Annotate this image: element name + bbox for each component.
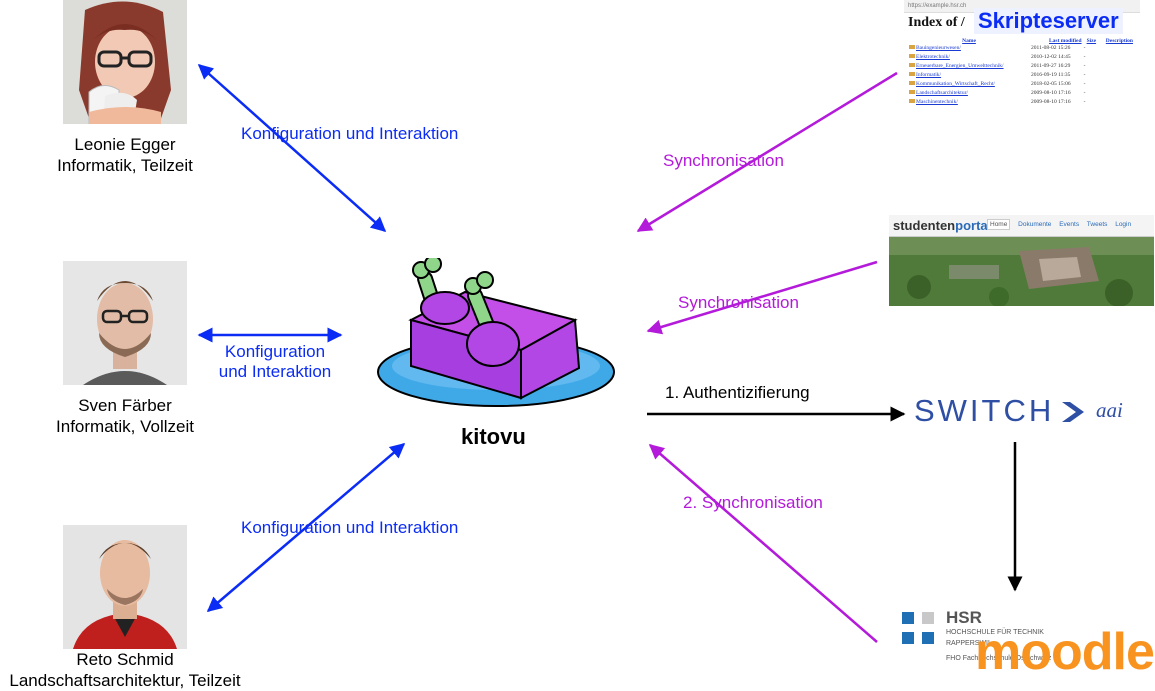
- label-config-interaction-top: Konfiguration und Interaktion: [241, 124, 459, 143]
- size-cell: -: [1083, 99, 1086, 105]
- brand-part: studenten: [893, 218, 956, 233]
- date-cell: 2016-09-19 11:35: [1031, 72, 1071, 78]
- person-name-text: Sven Färber: [78, 396, 172, 415]
- label-line: Konfiguration: [224, 342, 326, 361]
- hsr-line: FHO Fachhochschule Ostschweiz: [946, 655, 1052, 662]
- skripteserver-tag: Skripteserver: [974, 8, 1123, 34]
- reto-photo: [63, 525, 187, 649]
- date-cell: 2009-08-10 17:16: [1031, 99, 1071, 105]
- table-row: Kommunikation_Wirtschaft_Recht/2018-02-0…: [908, 80, 1134, 89]
- studentenportal-navbar: studentenportal Home Dokumente Events Tw…: [889, 215, 1154, 237]
- hsr-logo-square: [902, 612, 914, 624]
- brand-part: portal: [955, 218, 992, 233]
- date-cell: 2009-08-10 17:16: [1031, 90, 1071, 96]
- date-cell: 2011-09-27 16:29: [1031, 63, 1071, 69]
- person-detail-text: Landschaftsarchitektur, Teilzeit: [9, 671, 241, 690]
- column-header: Name: [962, 38, 976, 44]
- arrow-studentenportal-sync: [646, 260, 878, 335]
- label-authentication: 1. Authentizifierung: [665, 383, 810, 402]
- folder-link[interactable]: Elektrotechnik/: [916, 54, 950, 60]
- person-sven: Sven Färber Informatik, Vollzeit: [25, 395, 225, 437]
- label-config-interaction-middle: Konfiguration und Interaktion: [215, 342, 335, 382]
- folder-link[interactable]: Landschaftsarchitektur/: [916, 90, 968, 96]
- table-row: Informatik/2016-09-19 11:35 -: [908, 71, 1134, 80]
- date-cell: 2011-08-02 15:26: [1031, 45, 1071, 51]
- arrow-reto-kitovu: [206, 443, 406, 612]
- moodle-logo: moodle: [975, 623, 1155, 681]
- leonie-photo: [63, 0, 187, 124]
- table-header-row: Name Last modified Size Description: [908, 38, 1134, 44]
- hsr-subtitle: HOCHSCHULE FÜR TECHNIK RAPPERSWIL FHO Fa…: [946, 627, 1051, 664]
- label-line: und Interaktion: [218, 362, 332, 381]
- folder-icon: [909, 81, 915, 85]
- column-header: Description: [1105, 38, 1133, 44]
- folder-link[interactable]: Maschinentechnik/: [916, 99, 958, 105]
- size-cell: -: [1083, 63, 1086, 69]
- person-reto: Reto Schmid Landschaftsarchitektur, Teil…: [0, 649, 250, 691]
- index-heading: Index of /: [908, 15, 965, 30]
- folder-link[interactable]: Informatik/: [916, 72, 942, 78]
- table-row: Maschinentechnik/2009-08-10 17:16 -: [908, 98, 1134, 107]
- aai-logo-text: aai: [1096, 398, 1123, 422]
- date-cell: 2010-12-02 14:45: [1031, 54, 1071, 60]
- hsr-logo-square: [922, 632, 934, 644]
- person-name-text: Reto Schmid: [76, 650, 174, 669]
- folder-icon: [909, 45, 915, 49]
- label-sync-skripteserver: Synchronisation: [663, 151, 784, 170]
- person-detail-text: Informatik, Teilzeit: [57, 156, 193, 175]
- folder-icon: [909, 99, 915, 103]
- chevron-right-icon: [1062, 402, 1084, 422]
- size-cell: -: [1083, 45, 1086, 51]
- folder-link[interactable]: Erneuerbare_Energien_Umwelttechnik/: [916, 63, 1004, 69]
- table-row: Bauingenieurwesen/2011-08-02 15:26 -: [908, 44, 1134, 53]
- menu-item-tweets[interactable]: Tweets: [1086, 221, 1108, 228]
- size-cell: -: [1083, 72, 1086, 78]
- campus-aerial-image: [889, 237, 1154, 306]
- hsr-line: HOCHSCHULE FÜR TECHNIK: [946, 629, 1044, 636]
- person-name-text: Leonie Egger: [74, 135, 176, 154]
- studentenportal-logo: studentenportal: [893, 218, 991, 233]
- table-row: Landschaftsarchitektur/2009-08-10 17:16 -: [908, 89, 1134, 98]
- arrow-moodle-sync: [648, 444, 878, 643]
- folder-icon: [909, 63, 915, 67]
- kitovu-title: kitovu: [461, 424, 526, 449]
- folder-link[interactable]: Kommunikation_Wirtschaft_Recht/: [916, 81, 995, 87]
- kitovu-mascot: [377, 258, 615, 407]
- folder-link[interactable]: Bauingenieurwesen/: [916, 45, 961, 51]
- folder-icon: [909, 54, 915, 58]
- size-cell: -: [1083, 90, 1086, 96]
- column-header: Last modified: [1049, 38, 1082, 44]
- menu-item-login[interactable]: Login: [1115, 221, 1132, 228]
- person-leonie: Leonie Egger Informatik, Teilzeit: [25, 134, 225, 176]
- table-row: Erneuerbare_Energien_Umwelttechnik/2011-…: [908, 62, 1134, 71]
- studentenportal-screenshot: studentenportal Home Dokumente Events Tw…: [889, 215, 1154, 306]
- hsr-logo-text: HSR: [946, 608, 982, 627]
- folder-icon: [909, 90, 915, 94]
- switch-logo: SWITCH: [914, 393, 1055, 428]
- person-detail-text: Informatik, Vollzeit: [56, 417, 194, 436]
- directory-table: Name Last modified Size Description Baui…: [908, 38, 1134, 107]
- hsr-logo-square: [902, 632, 914, 644]
- size-cell: -: [1083, 81, 1086, 87]
- menu-item-dokumente[interactable]: Dokumente: [1018, 221, 1052, 228]
- arrow-skripteserver-sync: [636, 71, 898, 233]
- size-cell: -: [1083, 54, 1086, 60]
- label-sync-studentenportal: Synchronisation: [678, 293, 799, 312]
- label-config-interaction-bottom: Konfiguration und Interaktion: [241, 518, 459, 537]
- hsr-line: RAPPERSWIL: [946, 640, 992, 647]
- skripteserver-screenshot: https://example.hsr.ch Index of / Skript…: [904, 0, 1140, 124]
- arrow-leonie-kitovu: [197, 64, 387, 232]
- folder-icon: [909, 72, 915, 76]
- menu-item-home[interactable]: Home: [987, 219, 1011, 230]
- table-row: Elektrotechnik/2010-12-02 14:45 -: [908, 53, 1134, 62]
- hsr-logo-square: [922, 612, 934, 624]
- menu-item-events[interactable]: Events: [1059, 221, 1080, 228]
- studentenportal-menu: Home Dokumente Events Tweets Login: [987, 219, 1137, 230]
- column-header: Size: [1086, 38, 1097, 44]
- sven-photo: [63, 261, 187, 385]
- label-sync-moodle: 2. Synchronisation: [683, 493, 823, 512]
- date-cell: 2018-02-05 15:06: [1031, 81, 1071, 87]
